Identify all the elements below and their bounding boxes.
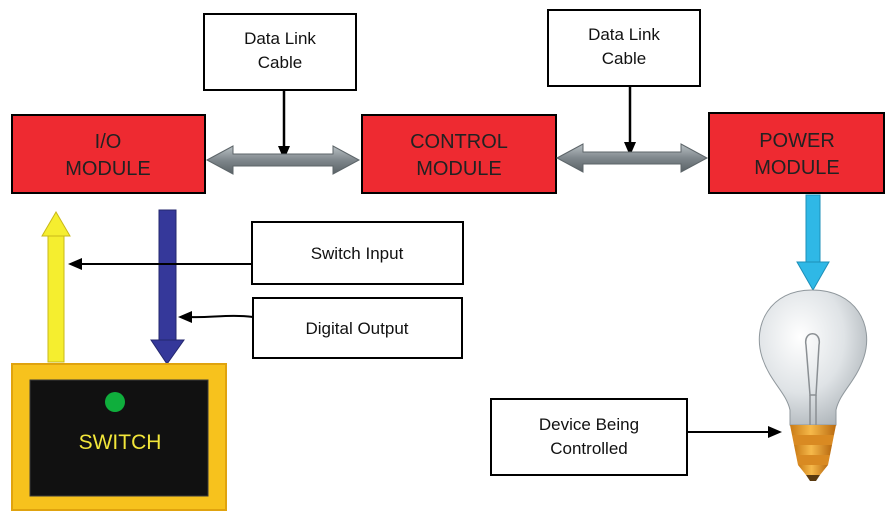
switch-input-arrow <box>41 211 71 363</box>
data-link-cable-callout-left: Data Link Cable <box>203 13 357 91</box>
io-module-label-line2: MODULE <box>65 158 151 180</box>
data-link-cable-left-pointer <box>278 90 290 160</box>
switch-label: SWITCH <box>79 431 162 454</box>
data-link-cable-right-pointer <box>624 86 636 156</box>
light-bulb-icon <box>758 289 868 481</box>
data-link-cable-left-line1: Data Link <box>244 29 316 48</box>
switch-input-label: Switch Input <box>311 244 404 263</box>
control-module-label-line1: CONTROL <box>410 131 508 153</box>
power-module-label-line2: MODULE <box>754 157 840 179</box>
switch-input-pointer <box>68 258 252 270</box>
switch-led <box>105 392 125 412</box>
switch-input-callout: Switch Input <box>251 221 464 285</box>
device-being-controlled-line2: Controlled <box>550 439 628 458</box>
power-module-label-line1: POWER <box>759 130 835 152</box>
digital-output-pointer <box>178 311 254 323</box>
device-being-controlled-callout: Device Being Controlled <box>490 398 688 476</box>
control-module-label-line2: MODULE <box>416 158 502 180</box>
digital-output-arrow <box>150 209 185 365</box>
device-being-controlled-pointer <box>687 426 782 438</box>
control-module: CONTROL MODULE <box>361 114 557 194</box>
data-link-cable-left-line2: Cable <box>258 53 302 72</box>
digital-output-callout: Digital Output <box>252 297 463 359</box>
power-output-arrow <box>796 194 830 292</box>
switch-device: SWITCH <box>11 363 227 511</box>
data-link-cable-arrow-control-power <box>555 143 709 173</box>
data-link-cable-arrow-io-control <box>205 145 361 175</box>
power-module: POWER MODULE <box>708 112 885 194</box>
io-module-label-line1: I/O <box>95 131 122 153</box>
data-link-cable-right-line1: Data Link <box>588 25 660 44</box>
data-link-cable-right-line2: Cable <box>602 49 646 68</box>
digital-output-label: Digital Output <box>306 319 409 338</box>
io-module: I/O MODULE <box>11 114 206 194</box>
data-link-cable-callout-right: Data Link Cable <box>547 9 701 87</box>
device-being-controlled-line1: Device Being <box>539 415 639 434</box>
